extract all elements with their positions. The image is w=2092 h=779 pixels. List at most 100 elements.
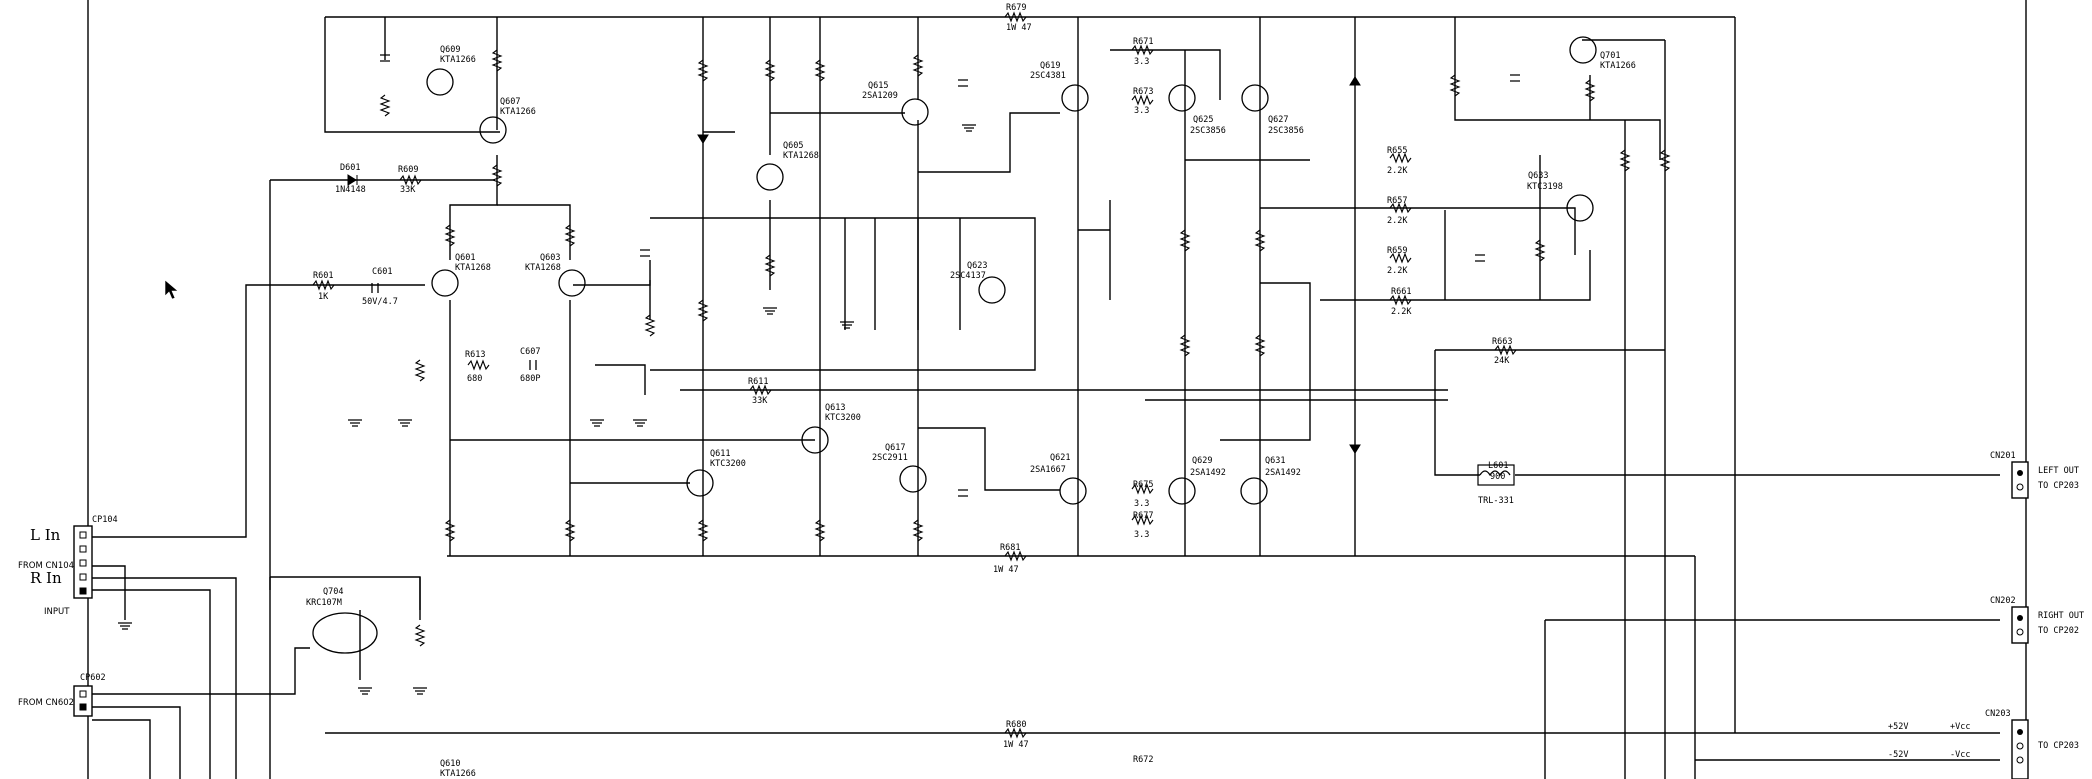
q631-label: Q631 <box>1265 456 1285 466</box>
input-label: INPUT <box>44 607 70 617</box>
q629-label: Q629 <box>1192 456 1212 466</box>
right-out-label: RIGHT OUT <box>2038 611 2084 621</box>
q701-label: Q701 <box>1600 51 1620 61</box>
r663-label: R663 <box>1492 337 1512 347</box>
d601-type: 1N4148 <box>335 185 366 195</box>
q605-label: Q605 <box>783 141 803 151</box>
q623-type: 2SC4137 <box>950 271 986 281</box>
r613-label: R613 <box>465 350 485 360</box>
resistor-symbols <box>312 11 1671 739</box>
q611-label: Q611 <box>710 449 730 459</box>
q601-label: Q601 <box>455 253 475 263</box>
minus52-label: -52V <box>1888 750 1908 760</box>
component-labels: R679 1W 47 R680 1W 47 R681 1W 47 R671 3.… <box>306 3 1636 779</box>
r661-label: R661 <box>1391 287 1411 297</box>
cn201-label: CN201 <box>1990 451 2016 461</box>
r659-label: R659 <box>1387 246 1407 256</box>
r611-value: 33K <box>752 396 768 406</box>
r657-value: 2.2K <box>1387 216 1408 226</box>
r675-value: 3.3 <box>1134 499 1149 509</box>
r659-value: 2.2K <box>1387 266 1408 276</box>
q704-label: Q704 <box>323 587 343 597</box>
q625-label: Q625 <box>1193 115 1213 125</box>
r655-label: R655 <box>1387 146 1407 156</box>
q631-type: 2SA1492 <box>1265 468 1301 478</box>
connector-cp104 <box>73 525 93 599</box>
r673-value: 3.3 <box>1134 106 1149 116</box>
r601-value: 1K <box>318 292 329 302</box>
r601-label: R601 <box>313 271 333 281</box>
transistor-symbols <box>312 36 1597 654</box>
c607-label: C607 <box>520 347 540 357</box>
q623-label: Q623 <box>967 261 987 271</box>
r671-label: R671 <box>1133 37 1153 47</box>
connector-cn203 <box>2011 719 2029 779</box>
r677-label: R677 <box>1133 511 1153 521</box>
q603-label: Q603 <box>540 253 560 263</box>
q625-type: 2SC3856 <box>1190 126 1226 136</box>
from-cn104-label: FROM CN104 <box>18 561 74 571</box>
r679-label: R679 <box>1006 3 1026 13</box>
mouse-cursor-icon <box>164 279 179 300</box>
q615-label: Q615 <box>868 81 888 91</box>
r680-value: 1W 47 <box>1003 740 1029 750</box>
r663-value: 24K <box>1494 356 1510 366</box>
r609-label: R609 <box>398 165 418 175</box>
r681-label: R681 <box>1000 543 1020 553</box>
r657-label: R657 <box>1387 196 1407 206</box>
d601-label: D601 <box>340 163 360 173</box>
q704-type: KRC107M <box>306 598 342 608</box>
r673-label: R673 <box>1133 87 1153 97</box>
cn203-label: CN203 <box>1985 709 2011 719</box>
q629-type: 2SA1492 <box>1190 468 1226 478</box>
r611-label: R611 <box>748 377 768 387</box>
r-in-label: R In <box>30 569 62 587</box>
from-cn602-label: FROM CN602 <box>18 698 74 708</box>
capacitor-symbols <box>371 54 1520 497</box>
io-labels: L In FROM CN104 R In INPUT FROM CN602 CP… <box>18 451 2016 719</box>
q609-label: Q609 <box>440 45 460 55</box>
to-cp203-label-b: TO CP203 <box>2038 741 2079 751</box>
c601-value: 50V/4.7 <box>362 297 398 307</box>
diode-symbols <box>347 76 1361 454</box>
c607-value: 680P <box>520 374 540 384</box>
r675-label: R675 <box>1133 480 1153 490</box>
r680-label: R680 <box>1006 720 1026 730</box>
c601-label: C601 <box>372 267 392 277</box>
r655-value: 2.2K <box>1387 166 1408 176</box>
plus52-label: +52V <box>1888 722 1908 732</box>
q633-type: KTC3198 <box>1527 182 1563 192</box>
q609-type: KTA1266 <box>440 55 476 65</box>
output-labels: LEFT OUT TO CP203 RIGHT OUT TO CP202 TO … <box>1888 466 2084 760</box>
l601-inner: 900 <box>1490 472 1505 482</box>
r681-value: 1W 47 <box>993 565 1019 575</box>
r661-value: 2.2K <box>1391 307 1412 317</box>
l601-label: L601 <box>1488 461 1508 471</box>
q613-type: KTC3200 <box>825 413 861 423</box>
q621-type: 2SA1667 <box>1030 465 1066 475</box>
wires <box>87 0 2027 779</box>
q611-type: KTC3200 <box>710 459 746 469</box>
connector-cn202 <box>2011 606 2029 644</box>
r679-value: 1W 47 <box>1006 23 1032 33</box>
q627-type: 2SC3856 <box>1268 126 1304 136</box>
q610-label: Q610 <box>440 759 460 769</box>
q617-label: Q617 <box>885 443 905 453</box>
plusvcc-label: +Vcc <box>1950 722 1970 732</box>
cp104-label: CP104 <box>92 515 118 525</box>
q627-label: Q627 <box>1268 115 1288 125</box>
to-cp203-label-a: TO CP203 <box>2038 481 2079 491</box>
q610-type: KTA1266 <box>440 769 476 779</box>
q633-label: Q633 <box>1528 171 1548 181</box>
r677-value: 3.3 <box>1134 530 1149 540</box>
left-out-label: LEFT OUT <box>2038 466 2079 476</box>
q619-type: 2SC4381 <box>1030 71 1066 81</box>
q617-type: 2SC2911 <box>872 453 908 463</box>
inductor-l601 <box>1477 464 1515 486</box>
q605-type: KTA1268 <box>783 151 819 161</box>
ground-symbols <box>118 124 976 695</box>
l-in-label: L In <box>30 526 61 544</box>
to-cp202-label: TO CP202 <box>2038 626 2079 636</box>
cn202-label: CN202 <box>1990 596 2016 606</box>
connector-cn201 <box>2011 461 2029 499</box>
